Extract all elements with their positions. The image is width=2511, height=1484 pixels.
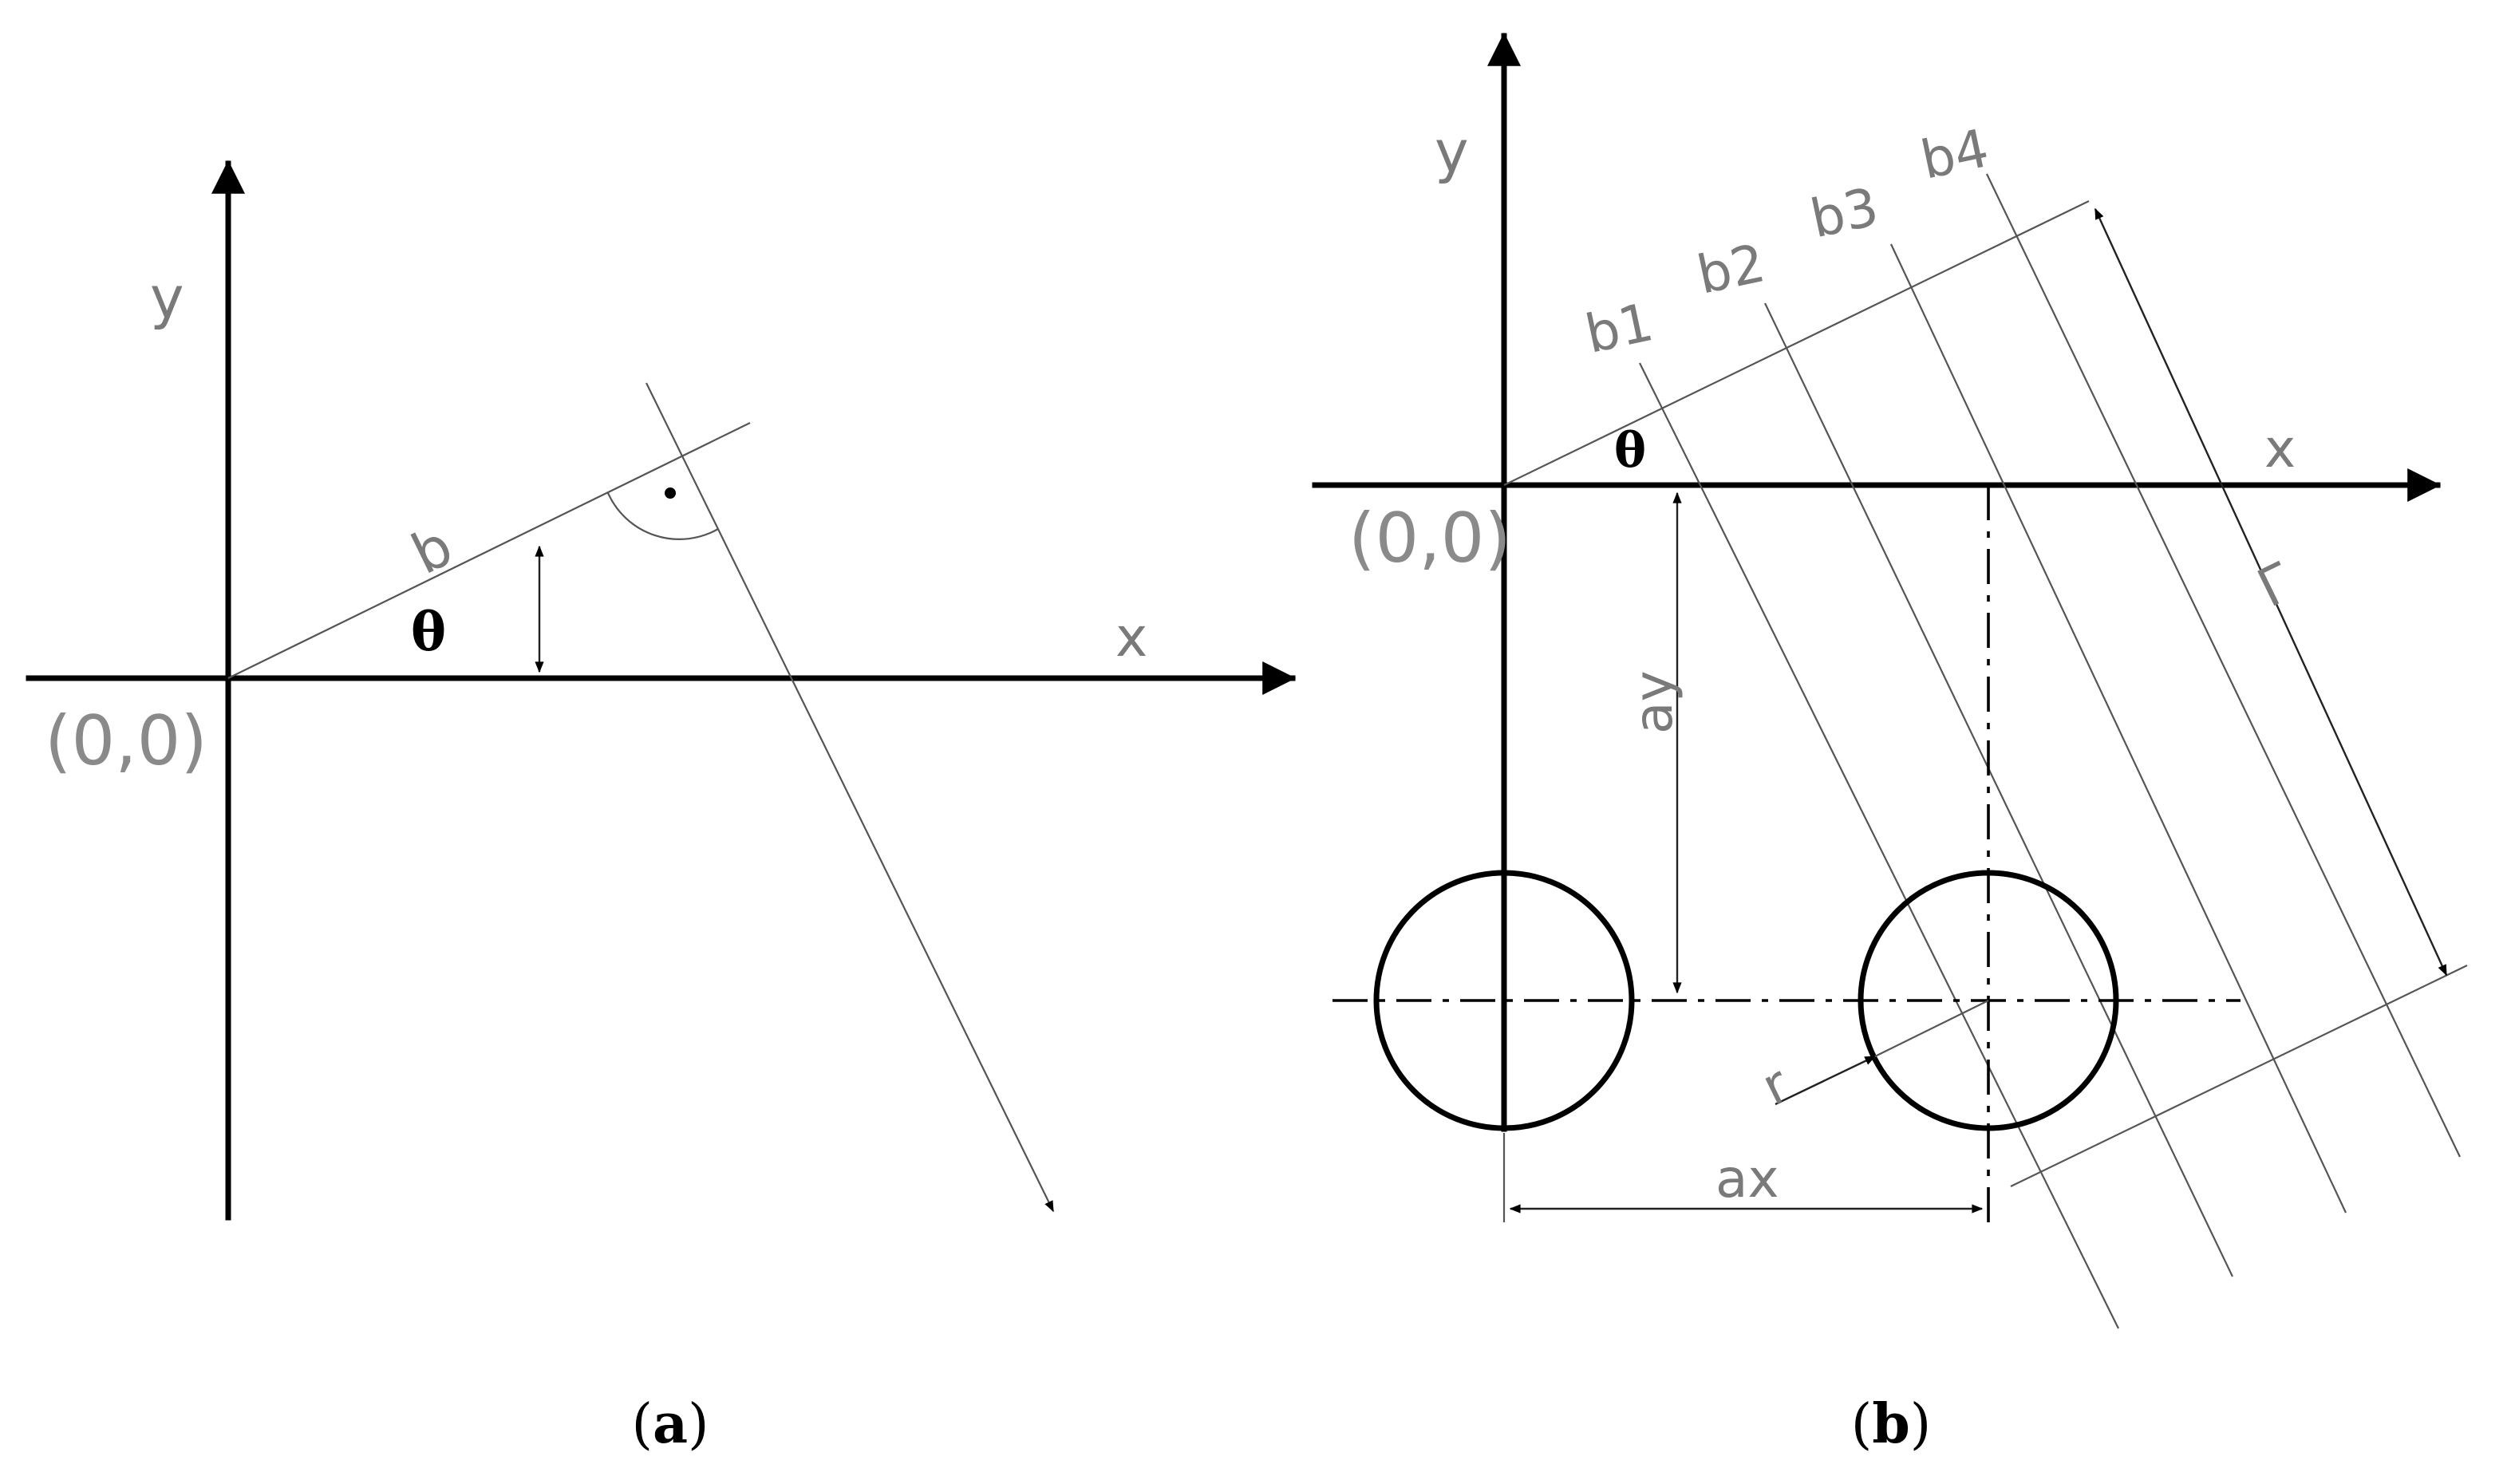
perpendicular-beam: [646, 382, 1054, 1213]
line-b: [227, 422, 751, 679]
caption-a: (a): [631, 1392, 709, 1456]
beam-line-b2: [1764, 302, 2233, 1277]
theta-label: θ: [411, 601, 446, 663]
beam-label-b4: b4: [1916, 117, 1994, 191]
origin-label: (0,0): [45, 701, 207, 781]
circle-right: [1858, 870, 2119, 1131]
radius-line: [1874, 1000, 1989, 1057]
caption-b: (b): [1851, 1392, 1932, 1456]
x-axis-label: x: [2264, 418, 2296, 480]
gamma-label: Γ: [2248, 551, 2302, 619]
gamma-dimension: [2094, 207, 2448, 977]
line-b-label: b: [402, 513, 463, 587]
lower-edge-line: [2010, 965, 2468, 1187]
origin-label: (0,0): [1348, 499, 1511, 578]
y-axis-label: y: [1435, 118, 1469, 185]
beam-label-b2: b2: [1692, 232, 1771, 306]
ax-label: ax: [1715, 1148, 1779, 1210]
beam-label-b1: b1: [1580, 291, 1658, 365]
right-angle-marker: [606, 492, 719, 540]
radius-label: r: [1753, 1055, 1798, 1117]
y-axis-label: y: [150, 264, 184, 331]
panel-b: x y (0,0) θ b1 b2 b3 b4 ay ax r Γ: [1312, 32, 2468, 1329]
radius-leader: [1775, 1055, 1877, 1106]
panel-a: x y (0,0) b θ: [26, 160, 1297, 1221]
beam-line-b1: [1639, 362, 2119, 1329]
theta-label: θ: [1614, 423, 1646, 479]
x-axis-label: x: [1115, 606, 1147, 669]
beam-label-b3: b3: [1806, 176, 1884, 251]
reference-line: [1503, 200, 2090, 486]
beam-line-b3: [1890, 243, 2347, 1214]
beam-line-b4: [1986, 173, 2461, 1158]
circle-left: [1373, 870, 1635, 1131]
right-angle-dot: [665, 487, 676, 499]
ay-label: ay: [1623, 670, 1684, 734]
